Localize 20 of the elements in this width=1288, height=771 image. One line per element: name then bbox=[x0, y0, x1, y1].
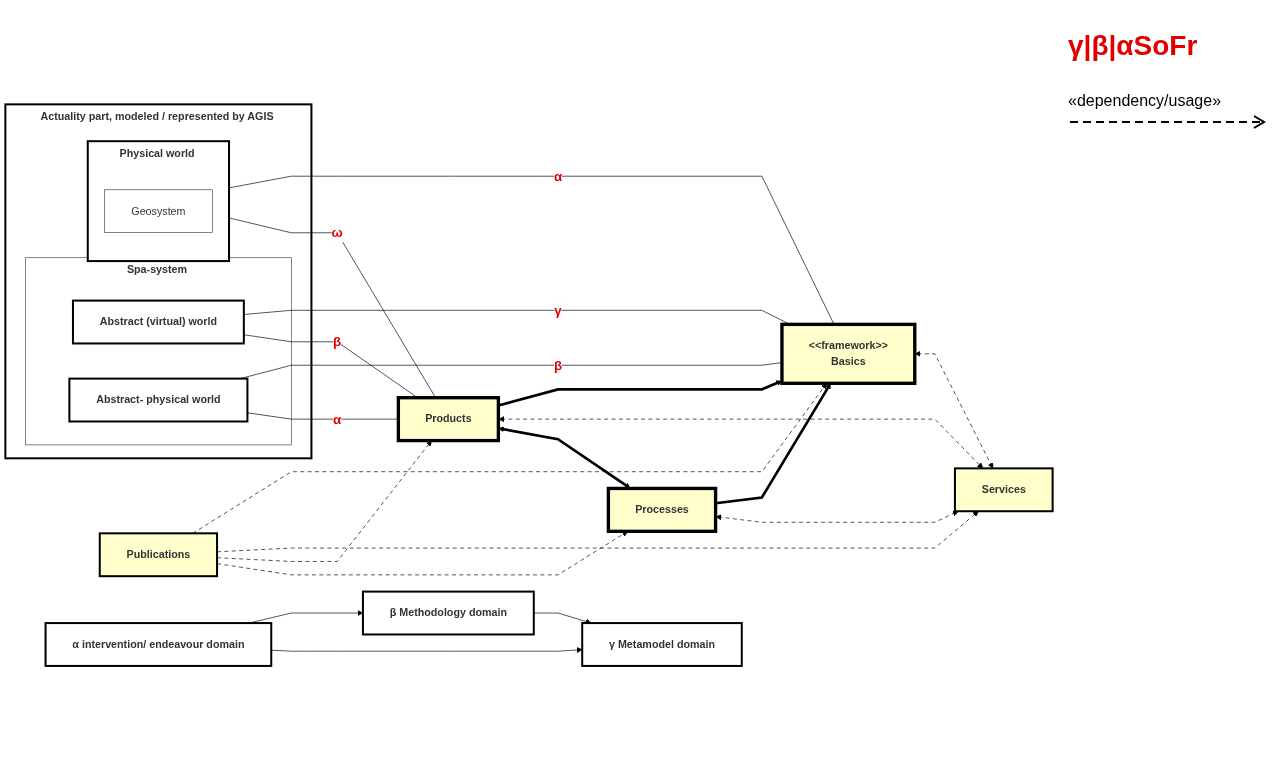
node-box: Services bbox=[953, 467, 1054, 513]
node-box: α intervention/ endeavour domain bbox=[44, 622, 273, 668]
node-box: Products bbox=[396, 396, 501, 443]
node-box: Publications bbox=[98, 532, 219, 578]
edge-label: β bbox=[333, 334, 342, 350]
edge-label: γ bbox=[554, 303, 562, 319]
node-box: Processes bbox=[606, 487, 718, 534]
node-box: Abstract (virtual) world bbox=[71, 299, 245, 345]
node-box: <<framework>> Basics bbox=[780, 323, 917, 386]
edge-label: α bbox=[333, 412, 342, 427]
edge-label: ω bbox=[331, 225, 343, 241]
node-box: γ Metamodel domain bbox=[581, 622, 743, 668]
connector bbox=[243, 334, 418, 399]
edge-label: β bbox=[553, 358, 563, 373]
node-box: Geosystem bbox=[104, 189, 213, 234]
node-box: Abstract- physical world bbox=[68, 377, 249, 423]
legend-text: «dependency/usage» bbox=[1068, 92, 1223, 110]
node-box: β Methodology domain bbox=[361, 590, 535, 636]
edge-label: α bbox=[553, 169, 563, 184]
diagram-label: γ|β|αSoFr bbox=[1068, 30, 1198, 62]
